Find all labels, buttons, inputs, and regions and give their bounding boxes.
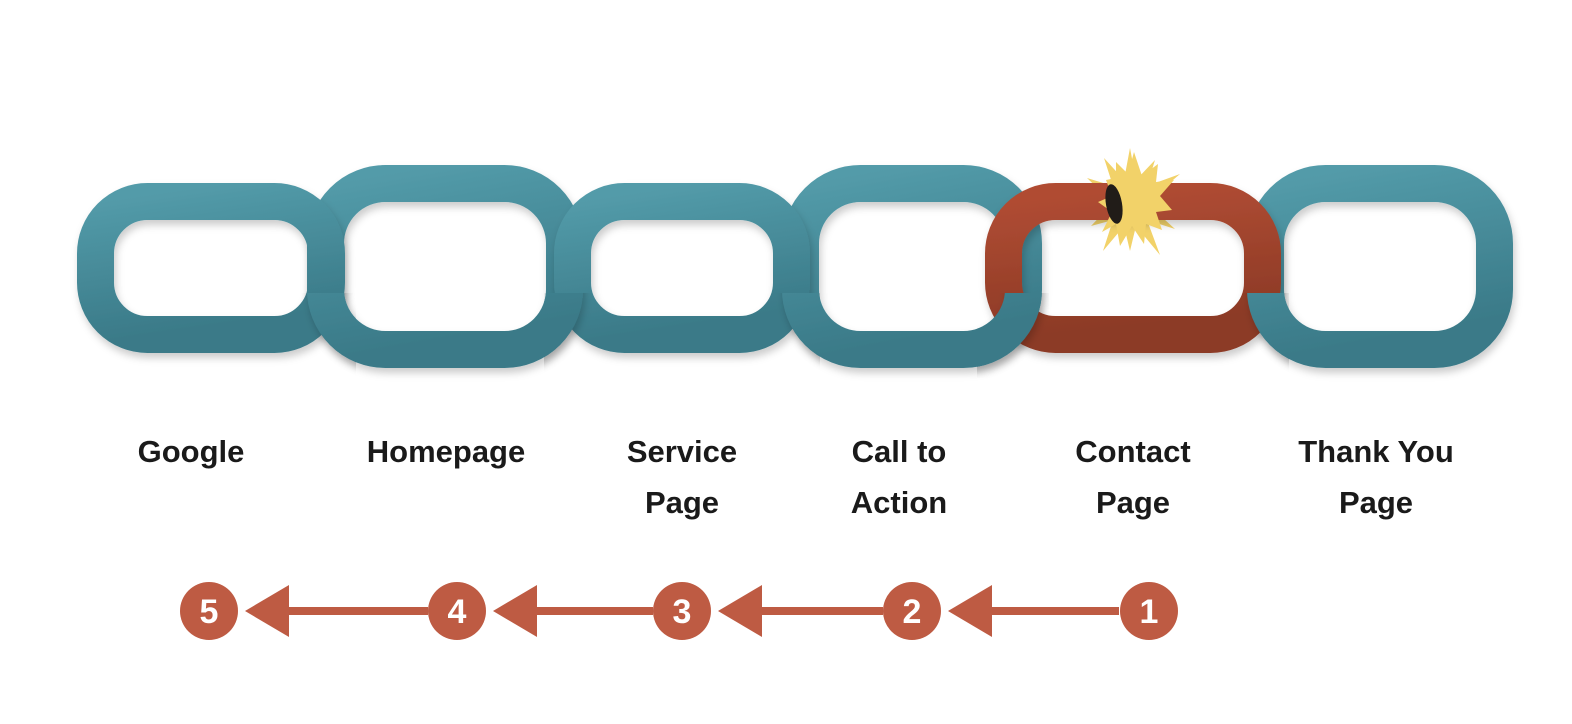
arrowhead-icon (493, 585, 537, 637)
arrowhead-icon (948, 585, 992, 637)
step-number: 4 (448, 593, 467, 631)
chain-link-service-page (554, 183, 810, 353)
sequence-arrow-2-to-3 (718, 585, 883, 637)
step-number: 5 (200, 593, 219, 631)
step-circle-5: 5 (180, 582, 238, 640)
sequence-arrow-1-to-2 (948, 585, 1119, 637)
label-service-page: Service Page (626, 434, 738, 521)
sequence-arrow-4-to-5 (245, 585, 428, 637)
label-contact-page: Contact Page (1075, 434, 1191, 521)
step-circle-3: 3 (653, 582, 711, 640)
step-circle-2: 2 (883, 582, 941, 640)
chain-link-thank-you-page (1247, 165, 1513, 368)
label-homepage: Homepage (366, 434, 526, 469)
step-circle-4: 4 (428, 582, 486, 640)
chain-link-homepage (307, 165, 583, 368)
label-thank-you-page: Thank You Page (1298, 434, 1454, 521)
chain-link-google (77, 183, 345, 353)
sequence-arrow-3-to-4 (493, 585, 653, 637)
label-call-to-action: Call to Action (850, 434, 948, 521)
step-number: 1 (1140, 593, 1159, 631)
label-google: Google (137, 434, 245, 469)
step-number: 3 (673, 593, 692, 631)
arrowhead-icon (718, 585, 762, 637)
break-crack-icon (1105, 184, 1123, 224)
arrowhead-icon (245, 585, 289, 637)
step-number: 2 (903, 593, 922, 631)
step-circle-1: 1 (1120, 582, 1178, 640)
sequence-row: 5 4 3 2 1 (180, 582, 1178, 640)
